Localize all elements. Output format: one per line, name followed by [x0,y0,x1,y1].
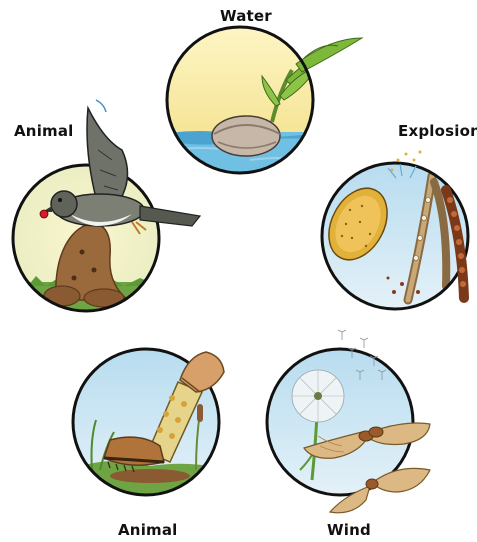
explosion-label: Explosion [398,122,477,140]
animal-label-top: Animal [14,122,74,140]
animal-boot-illustration [70,349,230,500]
wind-label: Wind [327,521,371,539]
explosion-illustration [317,151,468,310]
wind-illustration [267,330,430,513]
water-label: Water [220,7,272,25]
animal-label-bottom: Animal [118,521,178,539]
water-illustration [160,27,362,182]
